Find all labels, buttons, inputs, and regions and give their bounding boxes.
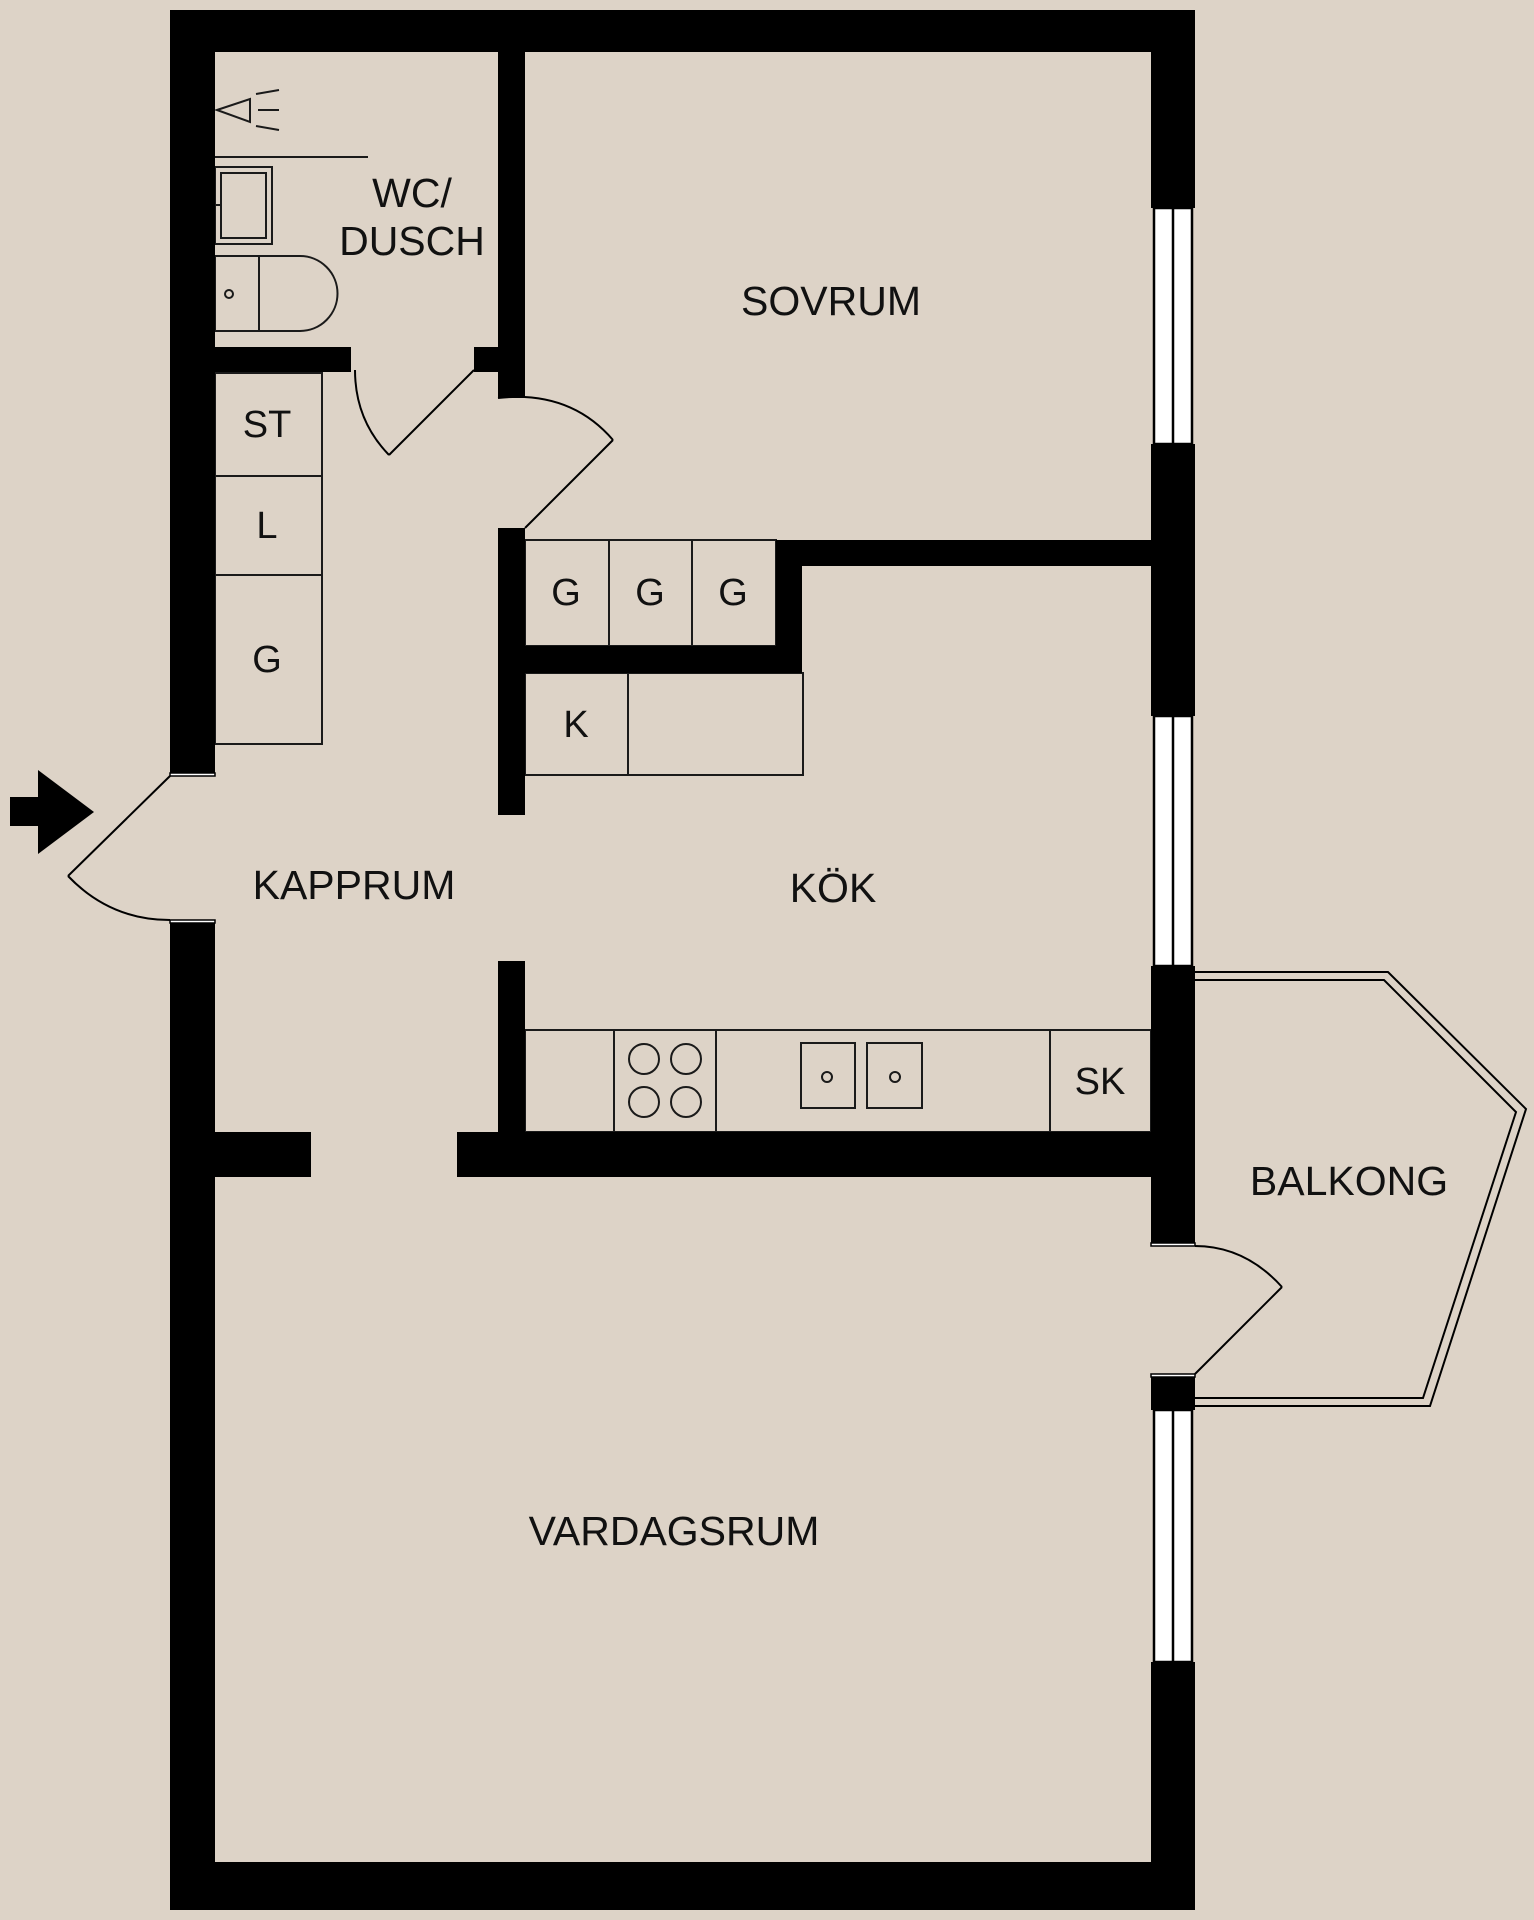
closet-label-g3: G (718, 572, 748, 614)
room-label-wc-2: DUSCH (339, 218, 485, 264)
doors (67, 369, 1283, 1375)
room-label-kapprum: KAPPRUM (253, 862, 456, 908)
window-sovrum (1152, 206, 1194, 446)
closet-label-g2: G (635, 572, 665, 614)
room-label-kok: KÖK (790, 865, 877, 911)
room-label-sovrum: SOVRUM (741, 278, 921, 324)
toilet-icon (214, 255, 339, 332)
kitchen-counter-upper (627, 672, 804, 776)
room-label-wc-1: WC/ (372, 170, 452, 216)
windows (169, 206, 1196, 1664)
room-label-balkong: BALKONG (1250, 1158, 1448, 1204)
stove-icon (628, 1043, 702, 1118)
window-vardagsrum (1152, 1408, 1194, 1664)
room-label-vardagsrum: VARDAGSRUM (529, 1508, 820, 1554)
closet-label-g1: G (551, 572, 581, 614)
closet-label-sk: SK (1075, 1061, 1126, 1103)
closet-label-k: K (563, 704, 588, 746)
balcony-railing (1195, 971, 1528, 1407)
door-balcony[interactable] (1194, 1245, 1283, 1375)
entrance-arrow-icon (10, 770, 94, 854)
door-bathroom[interactable] (354, 369, 475, 456)
sink-icon (214, 166, 273, 245)
closet-label-l: L (256, 505, 277, 547)
door-sovrum[interactable] (497, 395, 614, 529)
walls (170, 10, 1195, 1910)
window-kok (1152, 714, 1194, 968)
kitchen-sink-icon (800, 1042, 923, 1109)
closet-label-g-hall: G (252, 639, 282, 681)
shower-icon (213, 89, 368, 158)
closet-label-st: ST (243, 404, 292, 446)
kitchen-counter (524, 1029, 1152, 1133)
door-entrance[interactable] (67, 775, 171, 921)
